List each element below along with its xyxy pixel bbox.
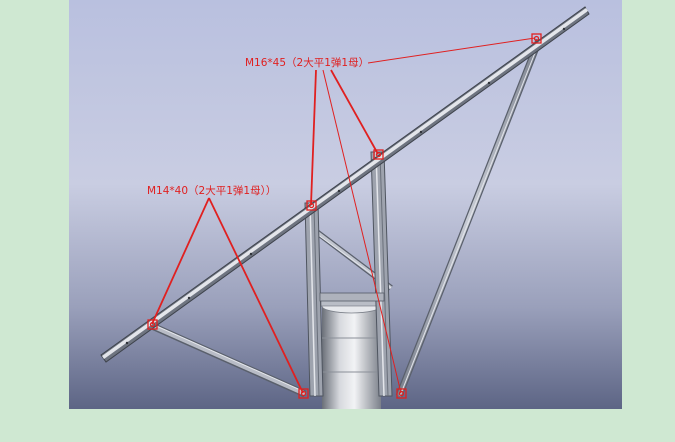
base-bracket [319,292,385,302]
pile-post [320,297,383,409]
label-m16-bolt: M16*45（2大平1弹1母） [245,56,369,69]
solar-mount-diagram: M16*45（2大平1弹1母） M14*40（2大平1弹1母）） [69,0,622,409]
front-vertical-post [304,202,324,397]
label-m14-bolt: M14*40（2大平1弹1母）） [147,184,276,197]
diagram-canvas: M16*45（2大平1弹1母） M14*40（2大平1弹1母）） [69,0,622,409]
leader-lines-m16 [310,37,536,394]
main-inclined-rail [100,6,590,363]
rear-diagonal-brace [395,38,543,398]
front-diagonal-brace [150,322,307,398]
bolt-marker-rear-post [373,149,384,160]
leader-lines-m14 [151,197,304,394]
bolt-marker-base-rear [396,388,407,399]
bolt-marker-base-front [298,388,309,399]
